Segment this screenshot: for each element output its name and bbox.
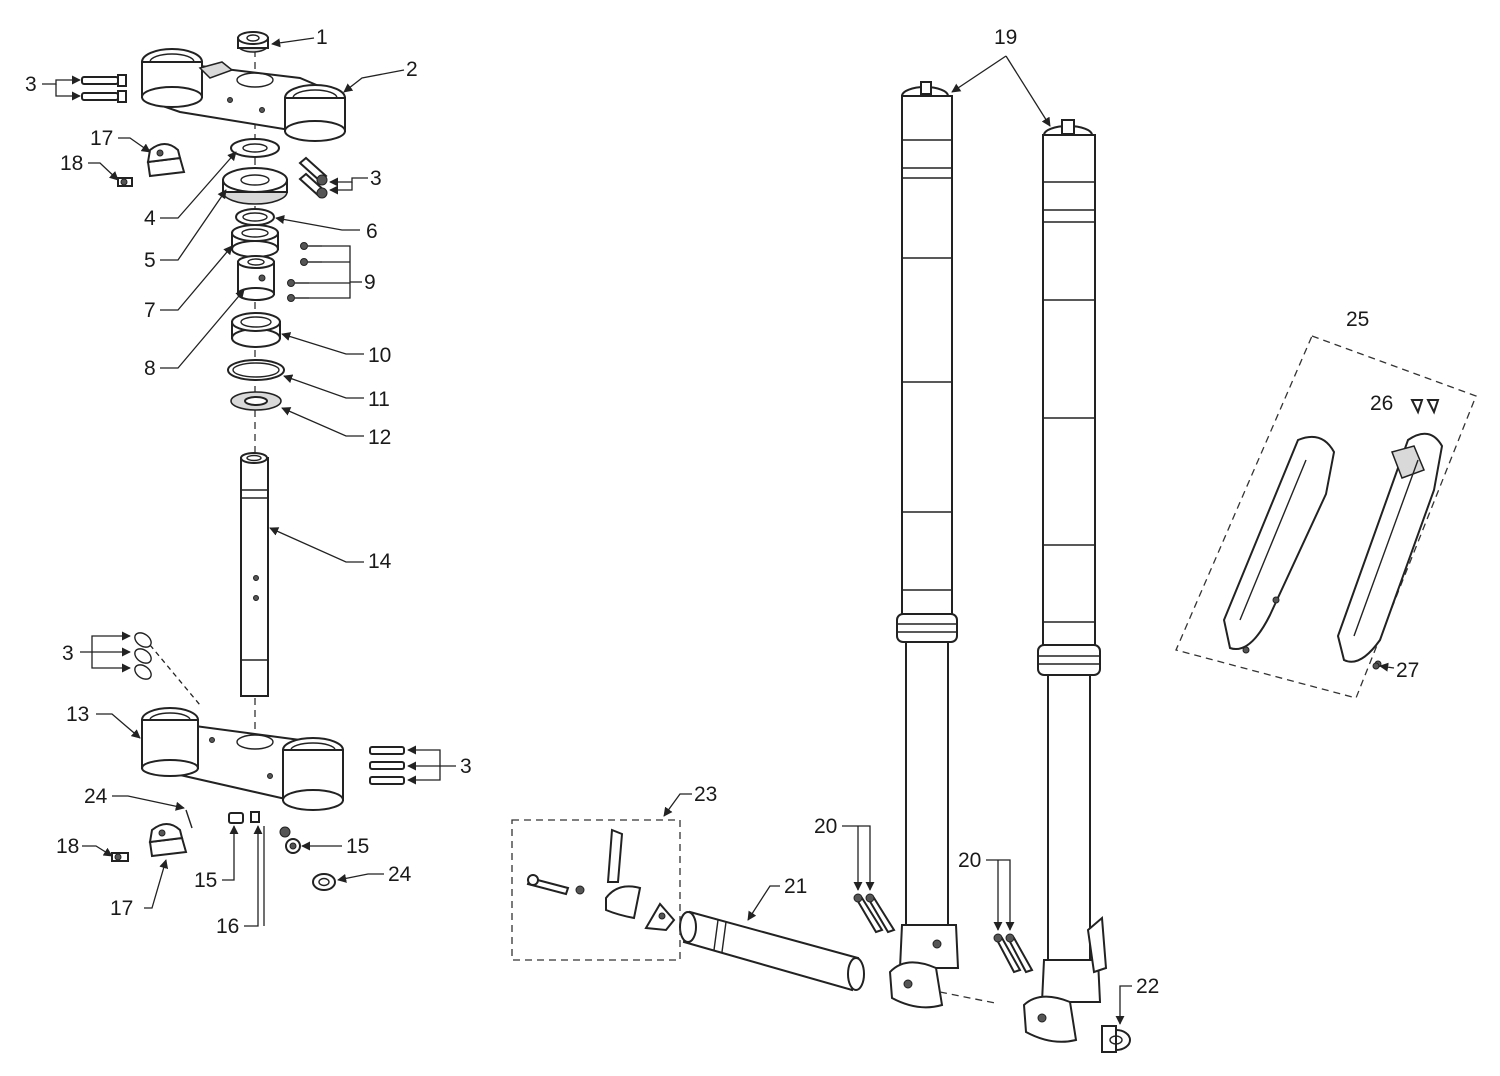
small-hardware-parts: [185, 809, 336, 891]
stem-nut-part: [237, 31, 269, 53]
fork-leg-left-part: [888, 81, 960, 1009]
callout-18-lower: 18: [56, 835, 79, 858]
callout-9: 9: [364, 271, 376, 294]
callout-17-lower: 17: [110, 897, 133, 920]
callout-3-lower-left: 3: [62, 642, 74, 665]
callout-11: 11: [368, 388, 390, 411]
callout-2: 2: [406, 58, 418, 81]
callout-24-upper: 24: [84, 785, 108, 808]
washer-part: [230, 391, 282, 411]
callout-3-upper-left: 3: [25, 73, 37, 96]
callout-3-lower-right: 3: [460, 755, 472, 778]
callout-26: 26: [1370, 392, 1393, 415]
callout-23: 23: [694, 783, 717, 806]
callout-8: 8: [144, 357, 156, 380]
lower-clamp-bolts-right: [369, 746, 405, 785]
bearing-cover-part: [222, 167, 288, 205]
lower-clamp-bolts-left: [134, 632, 201, 706]
callout-1: 1: [316, 26, 328, 49]
callout-13: 13: [66, 703, 89, 726]
leader-27: [1379, 662, 1395, 672]
fork-guard-kit-box: [1175, 335, 1477, 699]
callout-25: 25: [1346, 308, 1369, 331]
upper-clamp-bolts-left: [81, 74, 127, 103]
callout-17-upper: 17: [90, 127, 113, 150]
axle-pinch-bolts-left: [853, 893, 896, 934]
callout-22: 22: [1136, 975, 1159, 998]
callout-labels: 1 2 3 3 17 18 4 5 6 7 9 8 10 11 12 14 3 …: [25, 26, 1419, 998]
fork-guard-right-part: [1336, 399, 1444, 668]
axle-pinch-bolts-right: [993, 933, 1034, 974]
callout-21: 21: [784, 875, 807, 898]
lower-bearing-part: [231, 312, 281, 348]
leader-lines: [42, 37, 1132, 1025]
axle-tool-kit-parts: [526, 828, 676, 932]
callout-3-upper-right: 3: [370, 167, 382, 190]
callout-15-left: 15: [194, 869, 217, 892]
upper-clamp-bolts-right: [298, 156, 328, 199]
callout-20-left: 20: [814, 815, 837, 838]
callout-6: 6: [366, 220, 378, 243]
callout-10: 10: [368, 344, 391, 367]
callout-24-lower: 24: [388, 863, 412, 886]
fork-leg-right-part: [1022, 119, 1131, 1053]
callout-4: 4: [144, 207, 156, 230]
callout-15-right: 15: [346, 835, 369, 858]
seal-ring-part: [227, 359, 285, 381]
callout-19: 19: [994, 26, 1017, 49]
axle-tool-kit-box: [511, 819, 681, 961]
grub-screws-part: [287, 242, 322, 302]
guard-screw-part: [1372, 662, 1380, 670]
callout-16: 16: [216, 915, 239, 938]
callout-18-upper: 18: [60, 152, 83, 175]
fork-guard-left-part: [1222, 436, 1336, 654]
handlebar-clamp-upper-part: [117, 143, 186, 187]
steering-collar-part: [237, 255, 275, 301]
dust-seal-part: [230, 138, 280, 158]
handlebar-clamp-lower-part: [111, 823, 188, 862]
callout-5: 5: [144, 249, 156, 272]
callout-14: 14: [368, 550, 392, 573]
o-ring-part: [235, 208, 275, 226]
callout-27: 27: [1396, 659, 1419, 682]
lower-triple-clamp-part: [141, 707, 344, 811]
upper-triple-clamp-part: [141, 48, 346, 142]
callout-20-right: 20: [958, 849, 981, 872]
callout-12: 12: [368, 426, 391, 449]
front-axle-part: [679, 910, 996, 1004]
steering-stem-part: [240, 452, 269, 697]
callout-7: 7: [144, 299, 156, 322]
upper-bearing-part: [231, 224, 279, 258]
